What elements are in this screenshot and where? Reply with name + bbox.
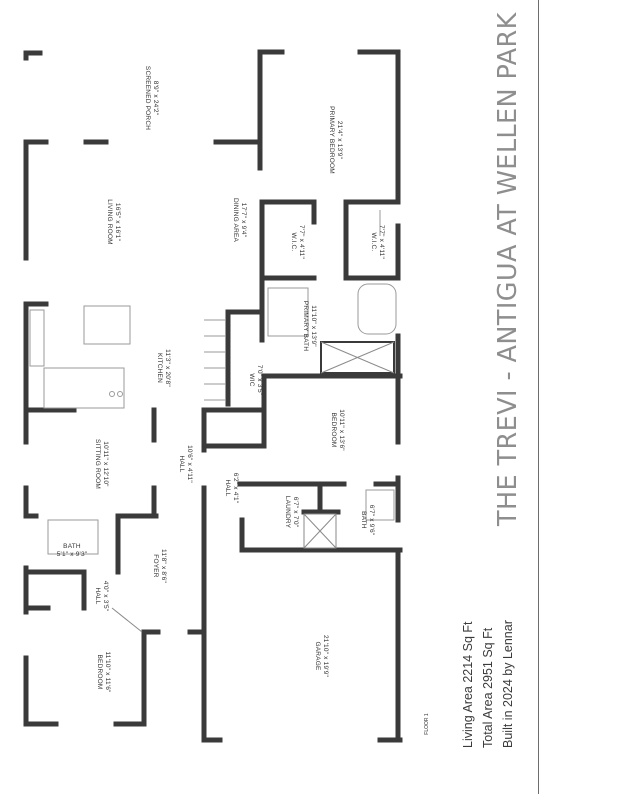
room-dims: 21'10" x 19'9" (322, 635, 329, 678)
room-name: SITTING ROOM (94, 439, 101, 489)
room-label-primary-bedroom: PRIMARY BEDROOM 21'4" x 13'9" (328, 106, 343, 174)
room-dims: 21'4" x 13'9" (336, 121, 343, 160)
floor-label: FLOOR 1 (424, 713, 430, 735)
room-name: LIVING ROOM (106, 199, 113, 245)
room-dims: 7'0" x 3'5" (256, 365, 263, 396)
room-name: BEDROOM (330, 413, 337, 448)
room-label-living-room: LIVING ROOM 16'5" x 16'1" (106, 199, 121, 245)
room-label-wic-2: W.I.C. 7'7" x 4'11" (370, 225, 385, 259)
room-name: GARAGE (314, 641, 321, 670)
room-labels: SCREENED PORCH 8'9" x 24'2" PRIMARY BEDR… (57, 66, 385, 693)
built-year-text: Built in 2024 by Lennar (501, 620, 515, 748)
room-dims: 11'10" x 11'6" (104, 651, 111, 693)
room-label-bedroom-right: BEDROOM 10'11" x 13'6" (330, 409, 345, 451)
room-label-hall-main: HALL 10'6" x 4'11" (178, 445, 193, 483)
room-name: BATH (360, 511, 367, 529)
room-label-foyer: FOYER 11'8" x 8'6" (152, 549, 167, 583)
sheet-edge-line (538, 0, 539, 794)
room-label-garage: GARAGE 21'10" x 19'9" (314, 635, 329, 678)
vanity-shape (267, 287, 309, 337)
room-label-sitting-room: SITTING ROOM 10'11" x 12'10" (94, 439, 109, 489)
room-dims: 10'11" x 13'6" (338, 409, 345, 451)
room-dims: 11'3" x 20'8" (164, 349, 171, 387)
room-label-primary-bath: PRIMARY BATH 11'10" x 13'9" (302, 301, 317, 352)
kitchen-island-shape (83, 305, 131, 345)
kitchen-counter-lower (43, 367, 125, 409)
room-dims: 16'5" x 16'1" (114, 203, 121, 242)
room-dims: 11'8" x 8'6" (160, 549, 167, 583)
property-title: THE TREVI - ANTIGUA AT WELLEN PARK (493, 11, 523, 527)
room-label-kitchen: KITCHEN 11'3" x 20'8" (156, 349, 171, 387)
room-name: PRIMARY BEDROOM (328, 106, 335, 174)
living-area-text: Living Area 2214 Sq Ft (461, 621, 475, 748)
room-label-wic-3: WIC 7'0" x 3'5" (248, 365, 263, 396)
room-name: PRIMARY BATH (302, 301, 309, 352)
room-label-wic-1: W.I.C. 7'7" x 4'11" (290, 225, 305, 259)
laundry-box (303, 513, 337, 549)
room-label-bedroom-left: BEDROOM 11'10" x 11'6" (96, 651, 111, 693)
room-name: KITCHEN (156, 353, 163, 383)
room-dims: 17'7" x 9'4" (240, 203, 247, 238)
room-label-bath-right: BATH 6'7" x 9'6" (360, 505, 375, 536)
room-label-laundry: LAUNDRY 6'7" x 7'0" (284, 496, 299, 529)
kitchen-sink-shape (109, 391, 115, 397)
room-name: BATH (63, 543, 81, 550)
walls (23, 49, 403, 743)
shower-shape (320, 341, 395, 374)
room-label-dining-area: DINING AREA 17'7" x 9'4" (232, 198, 247, 243)
room-dims: 7'7" x 4'11" (298, 225, 305, 259)
room-label-screened-porch: SCREENED PORCH 8'9" x 24'2" (144, 66, 159, 130)
room-name: HALL (94, 587, 101, 604)
room-dims: 8'9" x 24'2" (152, 81, 159, 116)
room-label-hall-small: HALL 6'2" x 4'1" (224, 473, 239, 504)
room-name: SCREENED PORCH (144, 66, 151, 130)
room-dims: 6'2" x 4'1" (232, 473, 239, 504)
total-area-text: Total Area 2951 Sq Ft (481, 627, 495, 748)
room-name: FOYER (152, 554, 159, 577)
room-name: BEDROOM (96, 655, 103, 690)
kitchen-counter-shape (29, 309, 45, 367)
room-name: DINING AREA (232, 198, 239, 243)
room-label-bath-left: BATH 5'1" x 9'3" (57, 543, 88, 558)
room-dims: 6'7" x 7'0" (292, 497, 299, 528)
room-dims: 10'6" x 4'11" (186, 445, 193, 483)
bath-fixture-shape (365, 489, 395, 521)
room-name: HALL (224, 479, 231, 496)
room-dims: 11'10" x 13'9" (310, 305, 317, 347)
bathtub-shape (357, 283, 397, 335)
room-name: W.I.C. (290, 233, 297, 252)
kitchen-sink-shape (117, 391, 123, 397)
room-dims: 10'11" x 12'10" (102, 441, 109, 487)
room-dims: 6'7" x 9'6" (368, 505, 375, 536)
room-name: WIC (248, 373, 255, 386)
room-dims: 4'0" x 3'5" (102, 581, 109, 612)
room-label-hall-left: HALL 4'0" x 3'5" (94, 581, 109, 612)
room-name: LAUNDRY (284, 496, 291, 529)
room-dims: 7'7" x 4'11" (378, 225, 385, 259)
info-block: Living Area 2214 Sq Ft Total Area 2951 S… (461, 620, 515, 748)
room-name: HALL (178, 455, 185, 472)
room-dims: 5'1" x 9'3" (57, 551, 88, 558)
fixtures (29, 210, 397, 633)
room-name: W.I.C. (370, 233, 377, 252)
bath-vanity-shape (47, 519, 99, 555)
